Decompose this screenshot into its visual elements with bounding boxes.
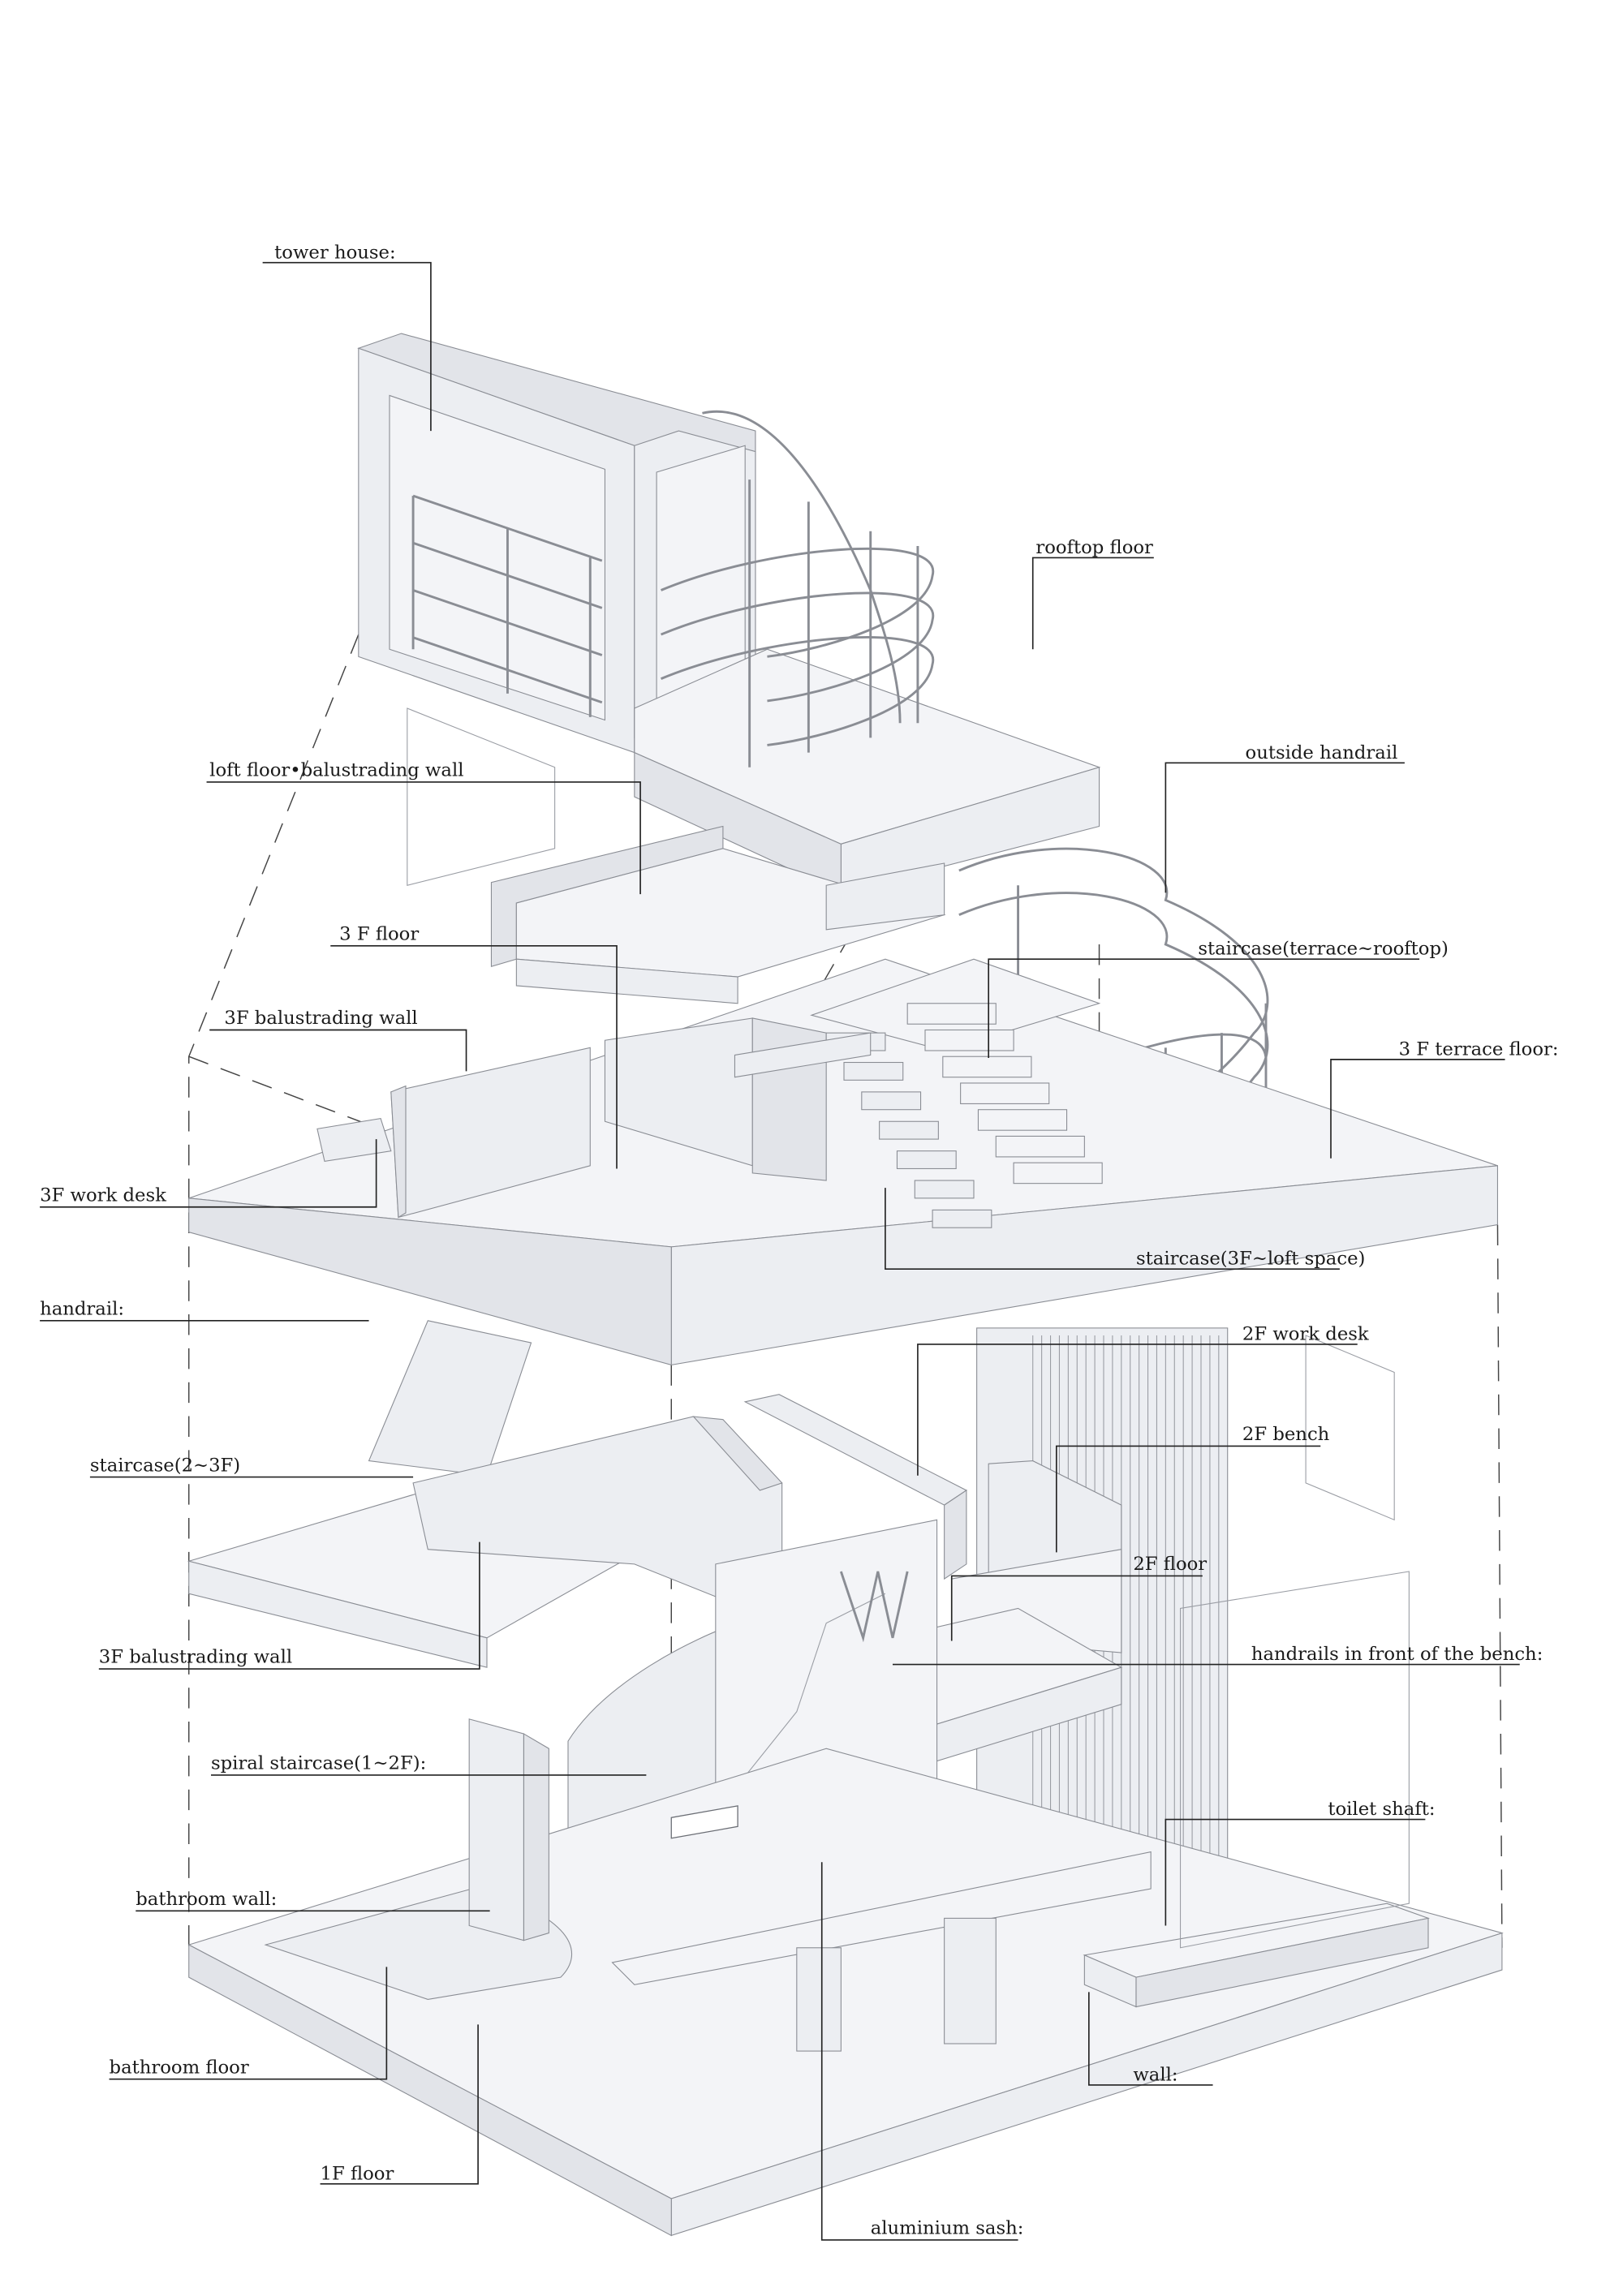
stair-step [960, 1082, 1050, 1104]
stair-step [843, 1061, 904, 1081]
stair-step [879, 1120, 939, 1140]
label-3f-balustrading-wall-upper: 3F balustrading wall [224, 1008, 417, 1029]
stair-step [932, 1209, 992, 1228]
label-staircase-2-3f: staircase(2~3F) [90, 1455, 240, 1476]
label-wall: wall: [1133, 2064, 1177, 2085]
ghost-panel [407, 707, 556, 886]
rooftop-handrail [660, 410, 935, 767]
label-3f-work-desk: 3F work desk [40, 1185, 166, 1206]
label-2f-floor: 2F floor [1133, 1554, 1207, 1575]
loft-floor [490, 825, 946, 1004]
label-loft-floor-balustrading-wall: loft floor•balustrading wall [209, 760, 463, 781]
label-3f-balustrading-wall-lower: 3F balustrading wall [99, 1647, 292, 1668]
label-staircase-terrace-rooftop: staircase(terrace~rooftop) [1198, 939, 1449, 960]
label-toilet-shaft: toilet shaft: [1328, 1799, 1435, 1820]
wall-1f [1083, 1903, 1431, 2008]
label-2f-work-desk: 2F work desk [1242, 1323, 1369, 1344]
stair-step [924, 1029, 1014, 1051]
label-3f-terrace-floor: 3 F terrace floor: [1399, 1038, 1559, 1060]
work-desk-3f [316, 1118, 392, 1162]
label-bathroom-floor: bathroom floor [110, 2057, 249, 2078]
stair-step [977, 1109, 1068, 1131]
label-tower-house: tower house: [274, 242, 395, 263]
label-bathroom-wall: bathroom wall: [136, 1889, 277, 1910]
label-aluminium-sash: aluminium sash: [871, 2218, 1024, 2239]
label-outside-handrail: outside handrail [1246, 742, 1398, 763]
label-3f-floor: 3 F floor [339, 924, 419, 945]
toilet-glass-panel [1180, 1571, 1410, 1949]
label-1f-floor: 1F floor [321, 2163, 394, 2184]
bathroom-wall [468, 1718, 549, 1941]
tower-window-bars [411, 494, 603, 717]
glass-panel [1305, 1335, 1395, 1521]
stair-step [861, 1091, 922, 1111]
stair-step [906, 1003, 997, 1025]
stair-step [1013, 1162, 1103, 1185]
stair-2-3f [368, 1320, 532, 1477]
desk-1f [611, 1805, 1152, 2052]
stair-step [914, 1180, 975, 1199]
annotation-labels: tower house: rooftop floor loft floor•ba… [40, 242, 1559, 2241]
stair-step [995, 1135, 1085, 1158]
work-desk-2f [743, 1394, 967, 1580]
stairs-3f [604, 958, 1103, 1228]
label-handrails-bench: handrails in front of the bench: [1251, 1644, 1543, 1665]
label-rooftop-floor: rooftop floor [1035, 537, 1153, 558]
label-2f-bench: 2F bench [1242, 1424, 1329, 1445]
stair-step [896, 1150, 957, 1170]
label-spiral-staircase: spiral staircase(1~2F): [211, 1753, 426, 1774]
label-staircase-3f-loft: staircase(3F~loft space) [1136, 1249, 1365, 1270]
balustrading-wall-3f-upper [390, 1047, 591, 1219]
label-handrail: handrail: [40, 1299, 124, 1320]
bench-2f [951, 1460, 1122, 1653]
stair-step [942, 1056, 1032, 1078]
